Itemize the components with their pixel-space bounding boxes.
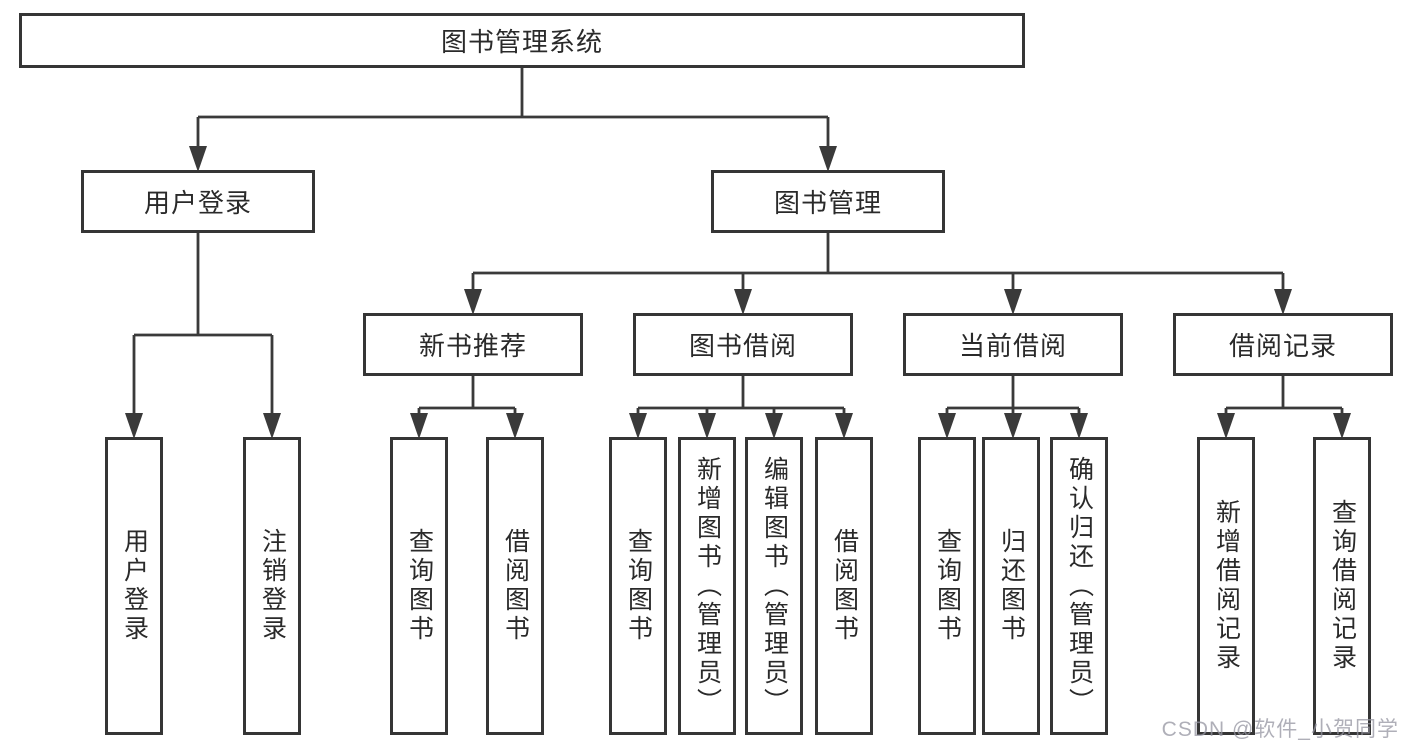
- node-borrow-records: 借阅记录: [1173, 313, 1393, 376]
- connector-root-to-children: [189, 68, 837, 172]
- leaf-borrow-books: 借阅图书: [815, 437, 873, 735]
- leaf-confirm-return-admin: 确认归还（管理员）: [1050, 437, 1108, 735]
- node-current-borrow: 当前借阅: [903, 313, 1123, 376]
- node-book-borrow: 图书借阅: [633, 313, 853, 376]
- node-label: 图书借阅: [688, 331, 797, 361]
- node-book-management: 图书管理: [711, 170, 945, 233]
- leaf-label: 查询图书: [405, 528, 434, 644]
- connector-user-login-to-children: [125, 233, 281, 439]
- node-label: 新书推荐: [418, 331, 527, 361]
- node-label: 借阅记录: [1228, 331, 1337, 361]
- node-new-book-recommend: 新书推荐: [363, 313, 583, 376]
- leaf-query-borrow-record: 查询借阅记录: [1313, 437, 1371, 735]
- leaf-query-books-current: 查询图书: [918, 437, 976, 735]
- leaf-return-books: 归还图书: [982, 437, 1040, 735]
- leaf-label: 查询图书: [624, 528, 653, 644]
- leaf-label: 查询图书: [933, 528, 962, 644]
- leaf-label: 用户登录: [120, 528, 149, 644]
- connector-current-borrow-to-children: [938, 376, 1088, 439]
- leaf-label: 归还图书: [997, 528, 1026, 644]
- leaf-user-login: 用户登录: [105, 437, 163, 735]
- leaf-label: 借阅图书: [830, 528, 859, 644]
- node-label: 用户登录: [143, 188, 252, 218]
- leaf-add-book-admin: 新增图书（管理员）: [678, 437, 736, 735]
- leaf-label: 查询借阅记录: [1328, 499, 1357, 673]
- leaf-logout: 注销登录: [243, 437, 301, 735]
- connector-book-borrow-to-children: [629, 376, 853, 439]
- leaf-edit-book-admin: 编辑图书（管理员）: [745, 437, 803, 735]
- leaf-borrow-books-recommend: 借阅图书: [486, 437, 544, 735]
- node-label: 图书管理: [773, 188, 882, 218]
- connector-borrow-records-to-children: [1217, 376, 1351, 439]
- leaf-label: 编辑图书（管理员）: [760, 455, 789, 717]
- leaf-query-books-borrow: 查询图书: [609, 437, 667, 735]
- leaf-label: 注销登录: [258, 528, 287, 644]
- leaf-add-borrow-record: 新增借阅记录: [1197, 437, 1255, 735]
- csdn-watermark: CSDN @软件_小贺同学: [1161, 718, 1399, 741]
- leaf-label: 借阅图书: [501, 528, 530, 644]
- leaf-label: 新增图书（管理员）: [693, 455, 722, 717]
- node-library-management-system: 图书管理系统: [19, 13, 1025, 68]
- node-user-login: 用户登录: [81, 170, 315, 233]
- connector-new-book-recommend-to-children: [410, 376, 524, 439]
- leaf-label: 新增借阅记录: [1212, 499, 1241, 673]
- leaf-label: 确认归还（管理员）: [1065, 455, 1094, 717]
- leaf-query-books-recommend: 查询图书: [390, 437, 448, 735]
- node-label: 图书管理系统: [440, 27, 603, 57]
- connector-book-management-to-children: [464, 233, 1292, 315]
- node-label: 当前借阅: [958, 331, 1067, 361]
